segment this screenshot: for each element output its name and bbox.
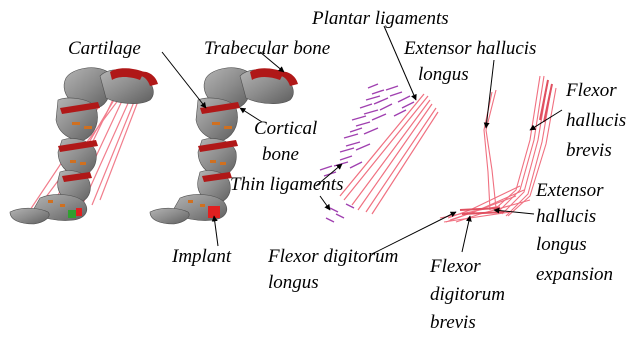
label-extensor-hallucis-longus-expansion-line4: expansion <box>536 264 613 285</box>
label-flexor-hallucis-brevis-line2: hallucis <box>566 110 626 131</box>
thin-ligament-cluster <box>320 84 414 222</box>
ligament-model <box>320 84 438 222</box>
label-trabecular-bone: Trabecular bone <box>204 38 330 59</box>
label-extensor-hallucis-longus-expansion-line1: Extensor <box>535 180 604 201</box>
implant-mark-red <box>76 208 82 216</box>
label-extensor-hallucis-longus-line2: longus <box>418 64 469 85</box>
full-foot-model <box>10 68 158 224</box>
label-extensor-hallucis-longus-line1: Extensor hallucis <box>403 38 536 59</box>
label-flexor-digitorum-brevis-line1: Flexor <box>429 256 481 277</box>
arrow-extensor-hallucis-longus <box>486 60 494 128</box>
label-flexor-hallucis-brevis-line1: Flexor <box>565 80 617 101</box>
label-implant: Implant <box>171 246 232 267</box>
arrow-implant <box>214 216 218 246</box>
label-flexor-hallucis-brevis-line3: brevis <box>566 140 612 161</box>
label-extensor-hallucis-longus-expansion-line3: longus <box>536 234 587 255</box>
implant-mark <box>68 210 76 218</box>
label-cortical-bone-line2: bone <box>262 144 299 165</box>
arrow-cartilage <box>162 52 206 108</box>
plantar-ligament-lines <box>340 94 438 214</box>
arrow-flexor-digitorum-brevis <box>462 216 470 252</box>
label-thin-ligaments: Thin ligaments <box>230 174 343 195</box>
label-flexor-digitorum-longus-line1: Flexor digitorum <box>267 246 398 267</box>
label-flexor-digitorum-brevis-line3: brevis <box>430 312 476 333</box>
labels: Cartilage Trabecular bone Cortical bone … <box>68 8 626 333</box>
label-flexor-digitorum-brevis-line2: digitorum <box>430 284 505 305</box>
label-flexor-digitorum-longus-line2: longus <box>268 272 319 293</box>
label-extensor-hallucis-longus-expansion-line2: hallucis <box>536 206 596 227</box>
label-plantar-ligaments: Plantar ligaments <box>311 8 449 29</box>
arrow-thin-ligaments-2 <box>320 196 330 210</box>
label-cortical-bone-line1: Cortical <box>254 118 317 139</box>
label-cartilage: Cartilage <box>68 38 141 59</box>
